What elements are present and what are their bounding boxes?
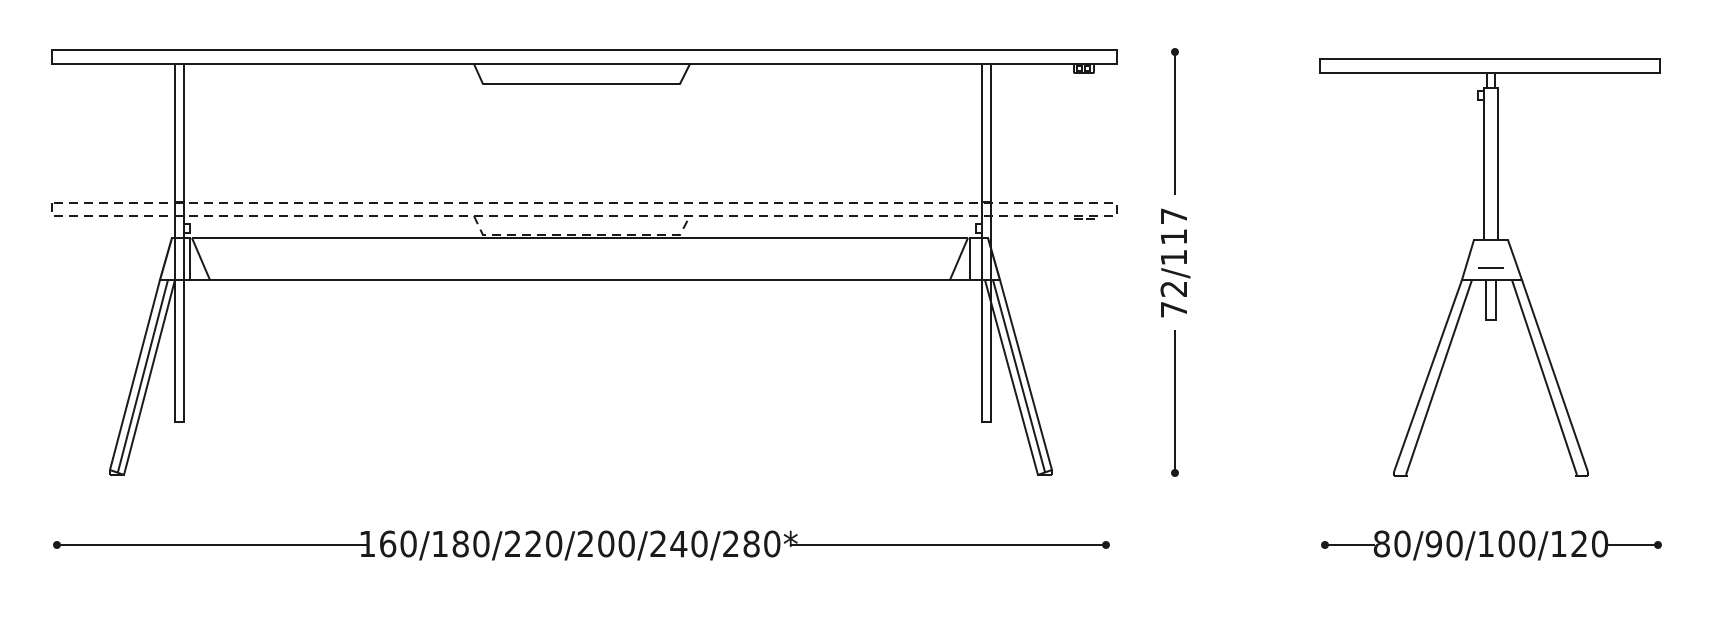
depth-dimension-label: 80/90/100/120 xyxy=(1372,525,1611,566)
telescopic-column-left xyxy=(174,63,191,423)
side-leg-hub xyxy=(1460,239,1524,281)
side-leg-left xyxy=(1393,279,1473,477)
leg-right xyxy=(969,237,1054,477)
side-tabletop xyxy=(1319,58,1661,74)
front-view: 160/180/220/200/240/280* xyxy=(51,49,1118,566)
depth-dimension: 80/90/100/120 xyxy=(1321,525,1662,566)
tabletop-lowered-dashed xyxy=(51,202,1118,236)
length-dimension-label: 160/180/220/200/240/280* xyxy=(357,525,799,566)
leg-left xyxy=(108,237,191,477)
stretcher-beam xyxy=(160,237,1000,281)
tabletop-raised xyxy=(51,49,1118,85)
side-column xyxy=(1477,72,1499,321)
height-dimension-label: 72/117 xyxy=(1155,206,1196,320)
side-leg-right xyxy=(1511,279,1589,477)
side-view: 80/90/100/120 xyxy=(1319,58,1662,566)
length-dimension: 160/180/220/200/240/280* xyxy=(53,525,1110,566)
height-dimension: 72/117 xyxy=(1155,48,1196,477)
